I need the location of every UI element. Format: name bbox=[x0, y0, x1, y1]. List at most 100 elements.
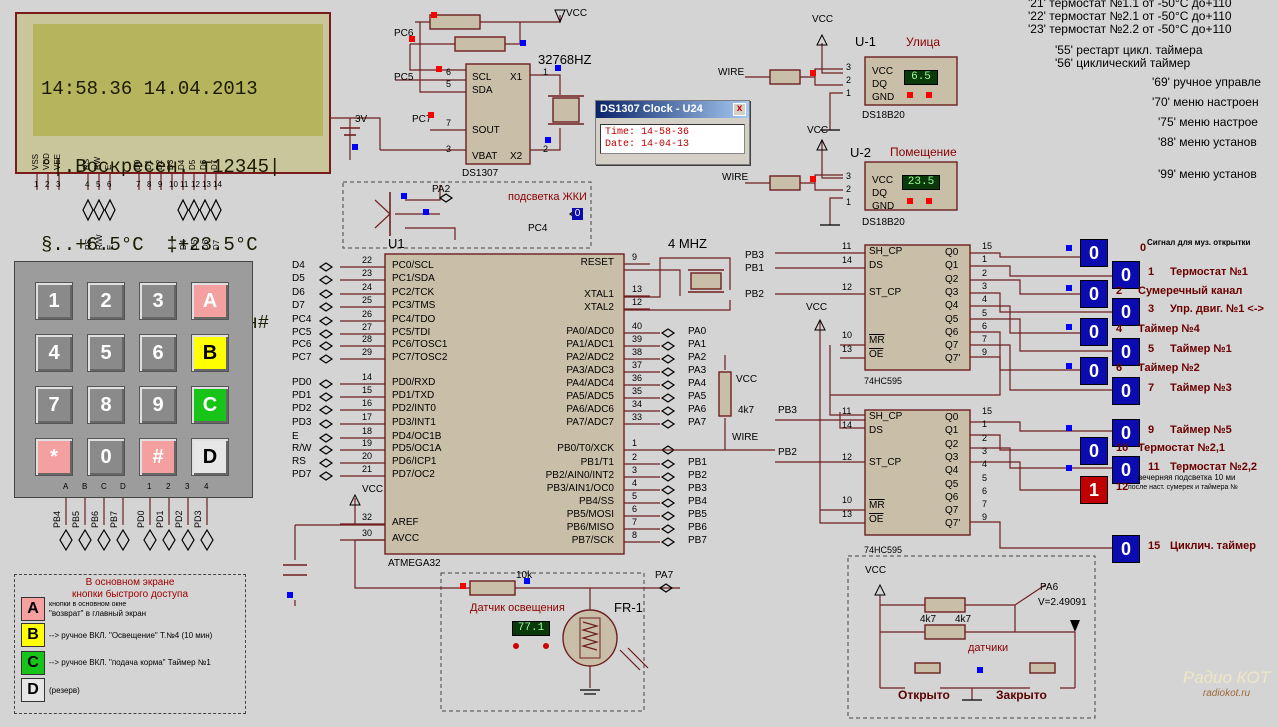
mcu-r-val: 4k7 bbox=[738, 405, 755, 416]
keypad-port-label: PB5 bbox=[71, 510, 81, 528]
light-title: Датчик освещения bbox=[470, 602, 565, 614]
lcd-bottom-label: RS bbox=[84, 238, 93, 250]
sr-right-num: 7 bbox=[982, 499, 988, 510]
mcu-left-pin-name: PC2/TCK bbox=[392, 287, 435, 298]
sensor-1-wire: WIRE bbox=[718, 67, 745, 78]
mcu-left-pin-num: 30 bbox=[362, 528, 373, 538]
mcu-left-net: PC4 bbox=[292, 314, 312, 325]
keypad-port-label: PD1 bbox=[155, 510, 165, 528]
sr2-stcp-pin: ST_CP bbox=[869, 457, 902, 468]
door-frame bbox=[847, 555, 1096, 719]
keypad-col-label: 3 bbox=[185, 482, 190, 491]
ds18b20-pin-num: 2 bbox=[846, 75, 852, 85]
mcu-right-net: PA1 bbox=[688, 339, 707, 350]
lcd-pin-number: 1 bbox=[34, 180, 39, 189]
mcu-right-terminal bbox=[660, 485, 676, 495]
sensor-2-wire: WIRE bbox=[722, 172, 749, 183]
keypad-key-0[interactable]: 0 bbox=[87, 438, 125, 476]
mcu-left-pin-num: 29 bbox=[362, 347, 373, 357]
output-4-indicator: 0 bbox=[1080, 318, 1108, 346]
keypad-key-a[interactable]: A bbox=[191, 282, 229, 320]
keypad-col-label: D bbox=[120, 482, 126, 491]
marker-dot bbox=[977, 667, 983, 673]
keypad-key-3[interactable]: 3 bbox=[139, 282, 177, 320]
mcu-left-net: E bbox=[292, 431, 299, 442]
lcd-pin-name: VSS bbox=[31, 153, 40, 170]
mcu-left-pin-name: PD3/INT1 bbox=[392, 417, 436, 428]
sr-right-pin: Q1 bbox=[945, 260, 959, 272]
mcu-left-pin-num: 25 bbox=[362, 295, 373, 305]
lcd-pin-number: 4 bbox=[85, 180, 90, 189]
keypad-key-5[interactable]: 5 bbox=[87, 334, 125, 372]
keypad-key-2[interactable]: 2 bbox=[87, 282, 125, 320]
output-2-indicator: 0 bbox=[1080, 280, 1108, 308]
marker-dot bbox=[460, 583, 466, 589]
legend-item: '56' циклический таймер bbox=[1055, 56, 1191, 70]
rtc-num-3: 3 bbox=[446, 144, 452, 154]
sr-left-num: 13 bbox=[842, 509, 853, 519]
rtc-num-1: 1 bbox=[543, 67, 549, 77]
hint-b-text: --> ручное ВКЛ. "Освещение" Т.№4 (10 мин… bbox=[49, 631, 213, 640]
sr-right-pin: Q1 bbox=[945, 425, 959, 437]
keypad-key-d[interactable]: D bbox=[191, 438, 229, 476]
sr-output-wires bbox=[970, 252, 1112, 549]
dialog-title-bar[interactable]: DS1307 Clock - U24 x bbox=[596, 101, 749, 118]
keypad-key-star[interactable]: * bbox=[35, 438, 73, 476]
mcu-left-terminal bbox=[318, 419, 334, 429]
keypad-key-c[interactable]: C bbox=[191, 386, 229, 424]
mcu-right-pin-num: 12 bbox=[632, 297, 643, 307]
close-icon[interactable]: x bbox=[733, 103, 746, 116]
keypad-key-hash[interactable]: # bbox=[139, 438, 177, 476]
sr-right-pin: Q6 bbox=[945, 326, 959, 338]
mcu-right-pin-num: 34 bbox=[632, 399, 643, 409]
lcd-pin-name: VDD bbox=[42, 153, 51, 170]
ds18b20-pin-num: 3 bbox=[846, 171, 852, 181]
marker-dot bbox=[352, 144, 358, 150]
keypad-key-b[interactable]: B bbox=[191, 334, 229, 372]
mcu-right-net: PA5 bbox=[688, 391, 707, 402]
keypad-key-4[interactable]: 4 bbox=[35, 334, 73, 372]
keypad-key-1[interactable]: 1 bbox=[35, 282, 73, 320]
mcu-right-pin-num: 36 bbox=[632, 373, 643, 383]
marker-dot bbox=[926, 198, 932, 204]
sensor-1-value: 6.5 bbox=[904, 70, 938, 85]
lcd-screen: 14:58.36 14.04.2013 °|.Воскресен. т12345… bbox=[33, 24, 323, 334]
mcu-right-net: PA3 bbox=[688, 365, 707, 376]
mcu-left-pin-name: PC4/TDO bbox=[392, 314, 436, 325]
lcd-pin-number: 2 bbox=[45, 180, 50, 189]
keypad-key-8[interactable]: 8 bbox=[87, 386, 125, 424]
keypad-key-7[interactable]: 7 bbox=[35, 386, 73, 424]
mcu-right-pin-name: PB7/SCK bbox=[571, 535, 614, 546]
marker-dot bbox=[401, 193, 407, 199]
sr-right-pin: Q7 bbox=[945, 340, 959, 352]
rtc-clock-dialog[interactable]: DS1307 Clock - U24 x Time: 14-58-36 Date… bbox=[595, 100, 750, 165]
mcu-right-pin-name: PB1/T1 bbox=[580, 457, 614, 468]
mcu-right-pin-num: 3 bbox=[632, 465, 638, 475]
output-9-label: Таймер №5 bbox=[1170, 424, 1232, 436]
marker-dot bbox=[287, 592, 293, 598]
sr-2-chip: 74HC595 bbox=[864, 545, 903, 555]
marker-dot bbox=[810, 70, 816, 76]
mcu-left-pin-name: PC6/TOSC1 bbox=[392, 339, 448, 350]
marker-dot bbox=[907, 198, 913, 204]
mcu-left-terminal bbox=[318, 289, 334, 299]
output-15-indicator: 0 bbox=[1112, 535, 1140, 563]
logo-url: radiokot.ru bbox=[1202, 688, 1251, 699]
mcu-right-wires bbox=[624, 263, 775, 547]
ds18b20-pin-num: 3 bbox=[846, 62, 852, 72]
mcu-right-pin-num: 1 bbox=[632, 438, 638, 448]
sr-right-num: 1 bbox=[982, 419, 988, 430]
mcu-left-pin-name: PC0/SCL bbox=[392, 260, 434, 271]
hint-d-text: (резерв) bbox=[49, 686, 80, 695]
output-wire bbox=[970, 521, 1112, 549]
mcu-right-pin-num: 39 bbox=[632, 334, 643, 344]
output-1-label: Термостат №1 bbox=[1170, 266, 1248, 278]
mcu-right-net: PA7 bbox=[688, 417, 707, 428]
sr-right-num: 5 bbox=[982, 472, 988, 483]
lcd-pin-name: D6 bbox=[199, 159, 208, 170]
keypad-key-6[interactable]: 6 bbox=[139, 334, 177, 372]
mcu-left-net: RS bbox=[292, 456, 306, 467]
sr2-stcp-num: 12 bbox=[842, 452, 853, 462]
keypad-key-9[interactable]: 9 bbox=[139, 386, 177, 424]
mcu-left-terminal bbox=[318, 392, 334, 402]
